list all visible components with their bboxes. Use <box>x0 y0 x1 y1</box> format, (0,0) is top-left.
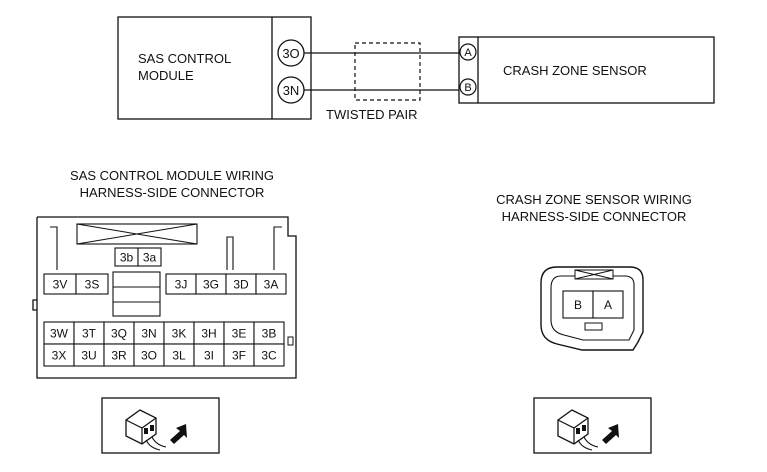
right-connector-title-line1: CRASH ZONE SENSOR WIRING <box>496 192 692 207</box>
sas-pin-label: 3A <box>264 278 279 292</box>
left-connector-title-line1: SAS CONTROL MODULE WIRING <box>70 168 274 183</box>
sas-pin-label: 3N <box>141 327 156 341</box>
sas-pin-label: 3J <box>175 278 188 292</box>
sas-pin-label: 3U <box>81 349 96 363</box>
sas-connector-pins: 3b 3a 3V 3S 3J 3G 3D 3A 3W 3T 3Q 3N 3K 3H 3E 3B 3X 3U 3R 3O… <box>43 247 287 367</box>
crash-pin-label: A <box>604 298 612 312</box>
crash-pin-cell <box>562 290 594 319</box>
sas-pin-cell <box>137 247 162 267</box>
sas-pin-label: 3X <box>52 349 67 363</box>
pin-a-circle <box>459 43 477 61</box>
sas-pin-label: 3Q <box>111 327 127 341</box>
sas-pin-label: 3T <box>82 327 97 341</box>
sas-pin-cell <box>255 273 287 295</box>
sas-pin-label: 3O <box>141 349 157 363</box>
right-connector-title-line2: HARNESS-SIDE CONNECTOR <box>502 209 687 224</box>
pin-a-label: A <box>464 47 472 59</box>
crash-pin-label: B <box>574 298 582 312</box>
sas-pin-label: 3b <box>120 251 134 265</box>
crash-zone-sensor-box: A B CRASH ZONE SENSOR <box>458 36 715 104</box>
sas-connector-face <box>32 216 297 379</box>
sas-pin-label: 3K <box>172 327 187 341</box>
sas-pin-label: 3L <box>172 349 186 363</box>
sas-pin-label: 3a <box>143 251 157 265</box>
sas-pin-cell <box>75 273 109 295</box>
sas-pin-cell <box>253 343 285 367</box>
sas-pin-label: 3W <box>50 327 69 341</box>
sas-pin-label: 3C <box>261 349 277 363</box>
sas-pin-label: 3S <box>85 278 100 292</box>
sensor-label: CRASH ZONE SENSOR <box>503 63 647 78</box>
harness-connector-view-icon <box>533 397 652 454</box>
sas-pin-label: 3H <box>201 327 216 341</box>
sas-pin-label: 3R <box>111 349 127 363</box>
sas-pin-label: 3I <box>204 349 214 363</box>
twisted-pair-label: TWISTED PAIR <box>326 107 417 122</box>
module-label-line2: MODULE <box>138 68 194 83</box>
left-connector-title-line2: HARNESS-SIDE CONNECTOR <box>80 185 265 200</box>
pin-b-circle <box>459 78 477 96</box>
harness-connector-view-icon <box>101 397 220 454</box>
sas-pin-label: 3V <box>53 278 68 292</box>
sas-pin-label: 3G <box>203 278 219 292</box>
pin-3n-label: 3N <box>283 83 300 98</box>
wires: TWISTED PAIR <box>304 42 459 122</box>
crash-sensor-connector-face <box>540 266 644 351</box>
pin-b-label: B <box>464 82 471 94</box>
twisted-pair-shield <box>354 42 421 101</box>
crash-pin-cell <box>592 290 624 319</box>
sas-pin-label: 3E <box>232 327 247 341</box>
sas-pin-label: 3B <box>262 327 277 341</box>
pin-3o-label: 3O <box>282 46 299 61</box>
module-label-line1: SAS CONTROL <box>138 51 231 66</box>
sas-pin-label: 3F <box>232 349 246 363</box>
sas-pin-label: 3D <box>233 278 249 292</box>
sas-control-module-box: SAS CONTROL MODULE 3O 3N <box>117 16 312 120</box>
